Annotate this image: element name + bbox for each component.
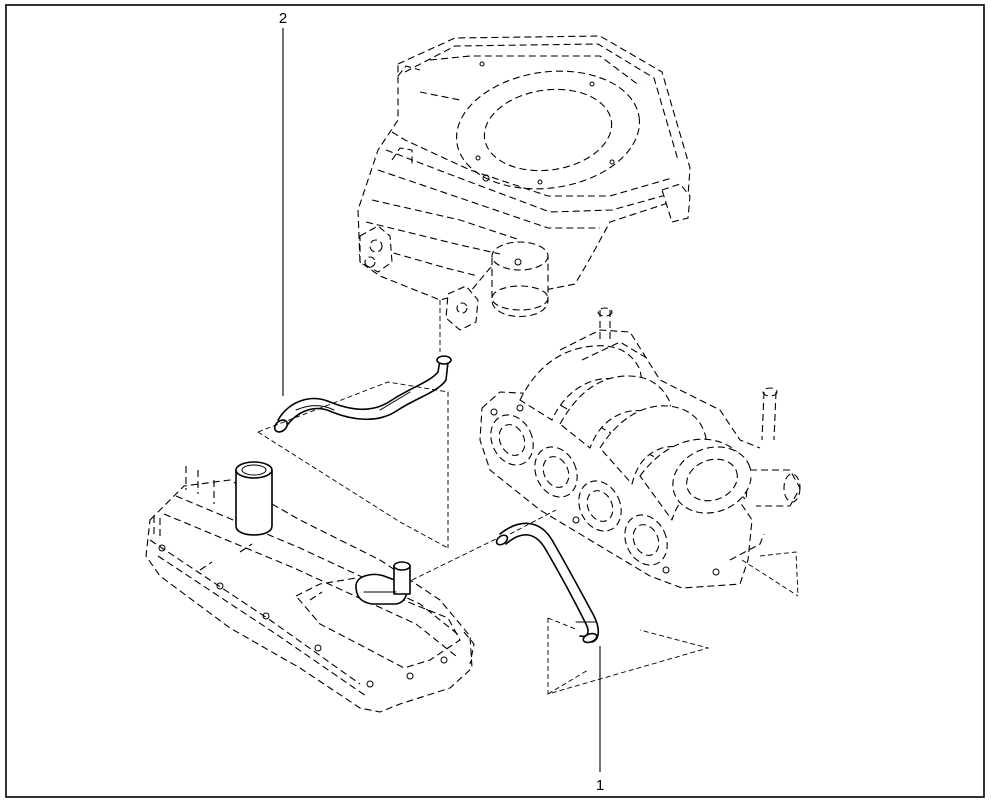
callout-number-2: 2	[279, 10, 287, 27]
hose-1-reference-box	[547, 617, 710, 695]
ventilation-hose-2-icon	[273, 355, 452, 433]
ventilation-hose-1-icon	[495, 522, 600, 644]
air-cleaner-housing-icon	[357, 35, 691, 331]
hose-1-connection-line-cover	[411, 537, 499, 581]
cylinder-head-cover-icon	[145, 461, 475, 713]
hose-1-connection-line-manifold	[509, 509, 557, 535]
hose-2-reference-box	[257, 381, 449, 549]
intake-manifold-icon	[479, 307, 801, 589]
diagram-frame	[5, 4, 985, 798]
manifold-reference-box	[741, 551, 799, 597]
callout-number-1: 1	[596, 777, 604, 794]
